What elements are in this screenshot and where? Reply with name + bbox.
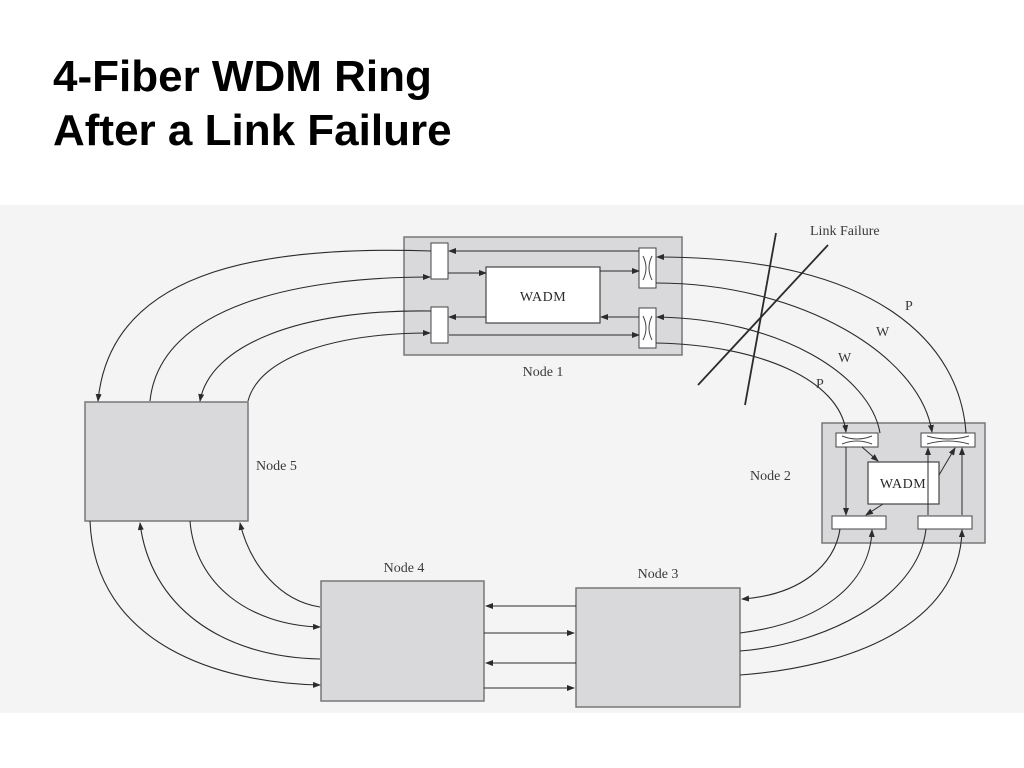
links-node3-node4 xyxy=(484,603,576,691)
node-1-switch-bottom-left xyxy=(430,306,449,344)
node-2-switch-left xyxy=(831,515,887,530)
node-4-label: Node 4 xyxy=(384,561,425,576)
node-5-label: Node 5 xyxy=(256,459,297,474)
ring-diagram: WADM Node 1 WADM xyxy=(0,205,1024,713)
node-2-label: Node 2 xyxy=(750,469,791,484)
node-3: Node 3 xyxy=(575,567,741,708)
node-4: Node 4 xyxy=(320,561,485,702)
node-1-wadm-label: WADM xyxy=(520,290,566,305)
node-3-label: Node 3 xyxy=(638,567,679,582)
node-2-coupler-left xyxy=(835,432,879,448)
node-1-coupler-bottom-right xyxy=(638,307,657,349)
node-1-switch-top-left xyxy=(430,242,449,280)
fibers-node1-node2 xyxy=(655,254,967,434)
node-2: WADM Node 2 xyxy=(750,422,986,544)
node-2-switch-right xyxy=(917,515,973,530)
fibers-node4-node5 xyxy=(89,520,321,688)
fibers-node1-node5 xyxy=(95,249,432,402)
title-line-1: 4-Fiber WDM Ring xyxy=(53,52,432,101)
node-1-wadm xyxy=(485,266,601,324)
node-5-box xyxy=(84,401,249,522)
node-2-coupler-right xyxy=(920,432,976,448)
node-3-box xyxy=(575,587,741,708)
link-failure-label: Link Failure xyxy=(810,224,880,239)
node-4-box xyxy=(320,580,485,702)
slide-title: 4-Fiber WDM Ring After a Link Failure xyxy=(53,50,452,158)
node-1-label: Node 1 xyxy=(523,365,564,380)
link-failure-cross xyxy=(697,232,829,406)
node-2-wadm xyxy=(867,461,940,505)
node-1-coupler-top-right xyxy=(638,247,657,289)
node-1: WADM Node 1 xyxy=(403,236,683,380)
fiber-label-w-inner: W xyxy=(838,351,852,366)
title-line-2: After a Link Failure xyxy=(53,106,452,155)
fiber-label-w-outer: W xyxy=(876,325,890,340)
fibers-node2-node3 xyxy=(739,528,965,676)
node-2-wadm-label: WADM xyxy=(880,477,926,492)
fiber-label-p-inner: P xyxy=(816,377,824,392)
fiber-label-p-outer: P xyxy=(905,299,913,314)
node-5: Node 5 xyxy=(84,401,297,522)
